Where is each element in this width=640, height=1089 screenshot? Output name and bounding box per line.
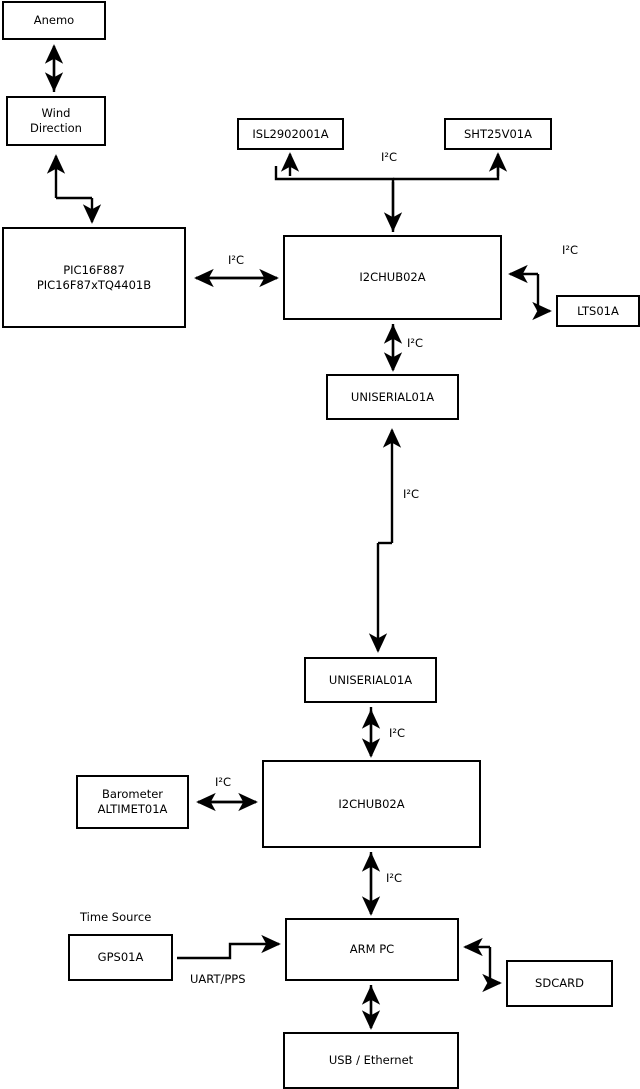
node-isl2902001a-label: ISL2902001A (252, 126, 329, 141)
node-pic-microcontroller[interactable]: PIC16F887 PIC16F87xTQ4401B (2, 227, 186, 328)
node-anemo[interactable]: Anemo (2, 1, 106, 40)
node-gps01a[interactable]: GPS01A (68, 934, 173, 981)
node-gps01a-label: GPS01A (97, 950, 144, 964)
label-time-source: Time Source (80, 910, 152, 924)
node-wind-direction-label: Wind Direction (30, 106, 82, 135)
node-sht25v01a-label: SHT25V01A (464, 126, 532, 141)
node-i2chub02a-top[interactable]: I2CHUB02A (283, 235, 502, 320)
edge-label-i2c-barometer-hub2: I²C (215, 775, 232, 789)
node-i2chub02a-top-label: I2CHUB02A (359, 270, 426, 284)
node-lts01a[interactable]: LTS01A (556, 295, 640, 327)
node-sdcard[interactable]: SDCARD (506, 960, 613, 1007)
node-sht25v01a[interactable]: SHT25V01A (444, 118, 552, 150)
node-uniserial01a-lower-label: UNISERIAL01A (328, 672, 413, 687)
node-pic-microcontroller-label: PIC16F887 PIC16F87xTQ4401B (36, 262, 152, 292)
node-barometer-altimet01a[interactable]: Barometer ALTIMET01A (76, 775, 189, 829)
edge-hub-sensorbus-right (393, 166, 500, 181)
node-usb-ethernet[interactable]: USB / Ethernet (283, 1032, 459, 1089)
node-arm-pc-label: ARM PC (349, 942, 395, 956)
node-anemo-label: Anemo (33, 13, 75, 27)
node-uniserial01a-lower[interactable]: UNISERIAL01A (304, 657, 437, 703)
node-lts01a-label: LTS01A (577, 303, 619, 318)
node-uniserial01a-upper-label: UNISERIAL01A (350, 389, 435, 404)
node-isl2902001a[interactable]: ISL2902001A (237, 118, 344, 150)
node-arm-pc[interactable]: ARM PC (285, 918, 459, 981)
node-sdcard-label: SDCARD (535, 976, 584, 990)
node-wind-direction[interactable]: Wind Direction (6, 96, 106, 146)
edge-label-uart-pps: UART/PPS (190, 972, 246, 986)
edge-label-i2c-uniserial-link: I²C (403, 487, 420, 501)
node-uniserial01a-upper[interactable]: UNISERIAL01A (326, 374, 459, 420)
node-barometer-altimet01a-label: Barometer ALTIMET01A (97, 787, 168, 816)
node-i2chub02a-bottom-label: I2CHUB02A (338, 796, 405, 811)
edge-label-i2c-hub-uniserial: I²C (407, 336, 424, 350)
edge-label-i2c-pic-hub: I²C (228, 253, 245, 267)
edge-label-i2c-hub2-arm: I²C (386, 871, 403, 885)
edge-label-i2c-hub-lts: I²C (562, 243, 579, 257)
edge-label-i2c-uniserial-hub2: I²C (389, 726, 406, 740)
edge-hub-sensorbus (274, 166, 395, 232)
edge-label-i2c-sensors-hub: I²C (381, 150, 398, 164)
edge-gps-arm (177, 934, 281, 960)
node-i2chub02a-bottom[interactable]: I2CHUB02A (262, 760, 481, 848)
node-usb-ethernet-label: USB / Ethernet (328, 1053, 414, 1067)
